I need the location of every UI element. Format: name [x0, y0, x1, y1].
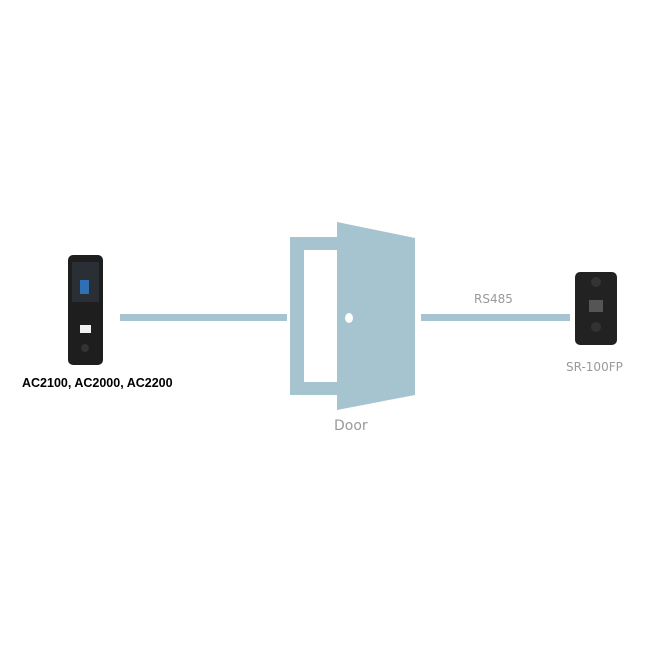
rs485-connection-line [421, 314, 570, 321]
controller-models-label: AC2100, AC2000, AC2200 [22, 376, 173, 390]
sr100fp-label: SR-100FP [566, 360, 623, 374]
left-connection-line [120, 314, 287, 321]
door-icon [290, 222, 415, 410]
sr100fp-device-image [575, 272, 617, 345]
rs485-label: RS485 [474, 292, 513, 306]
ac2100-device-image [68, 255, 103, 365]
door-label: Door [334, 418, 368, 434]
